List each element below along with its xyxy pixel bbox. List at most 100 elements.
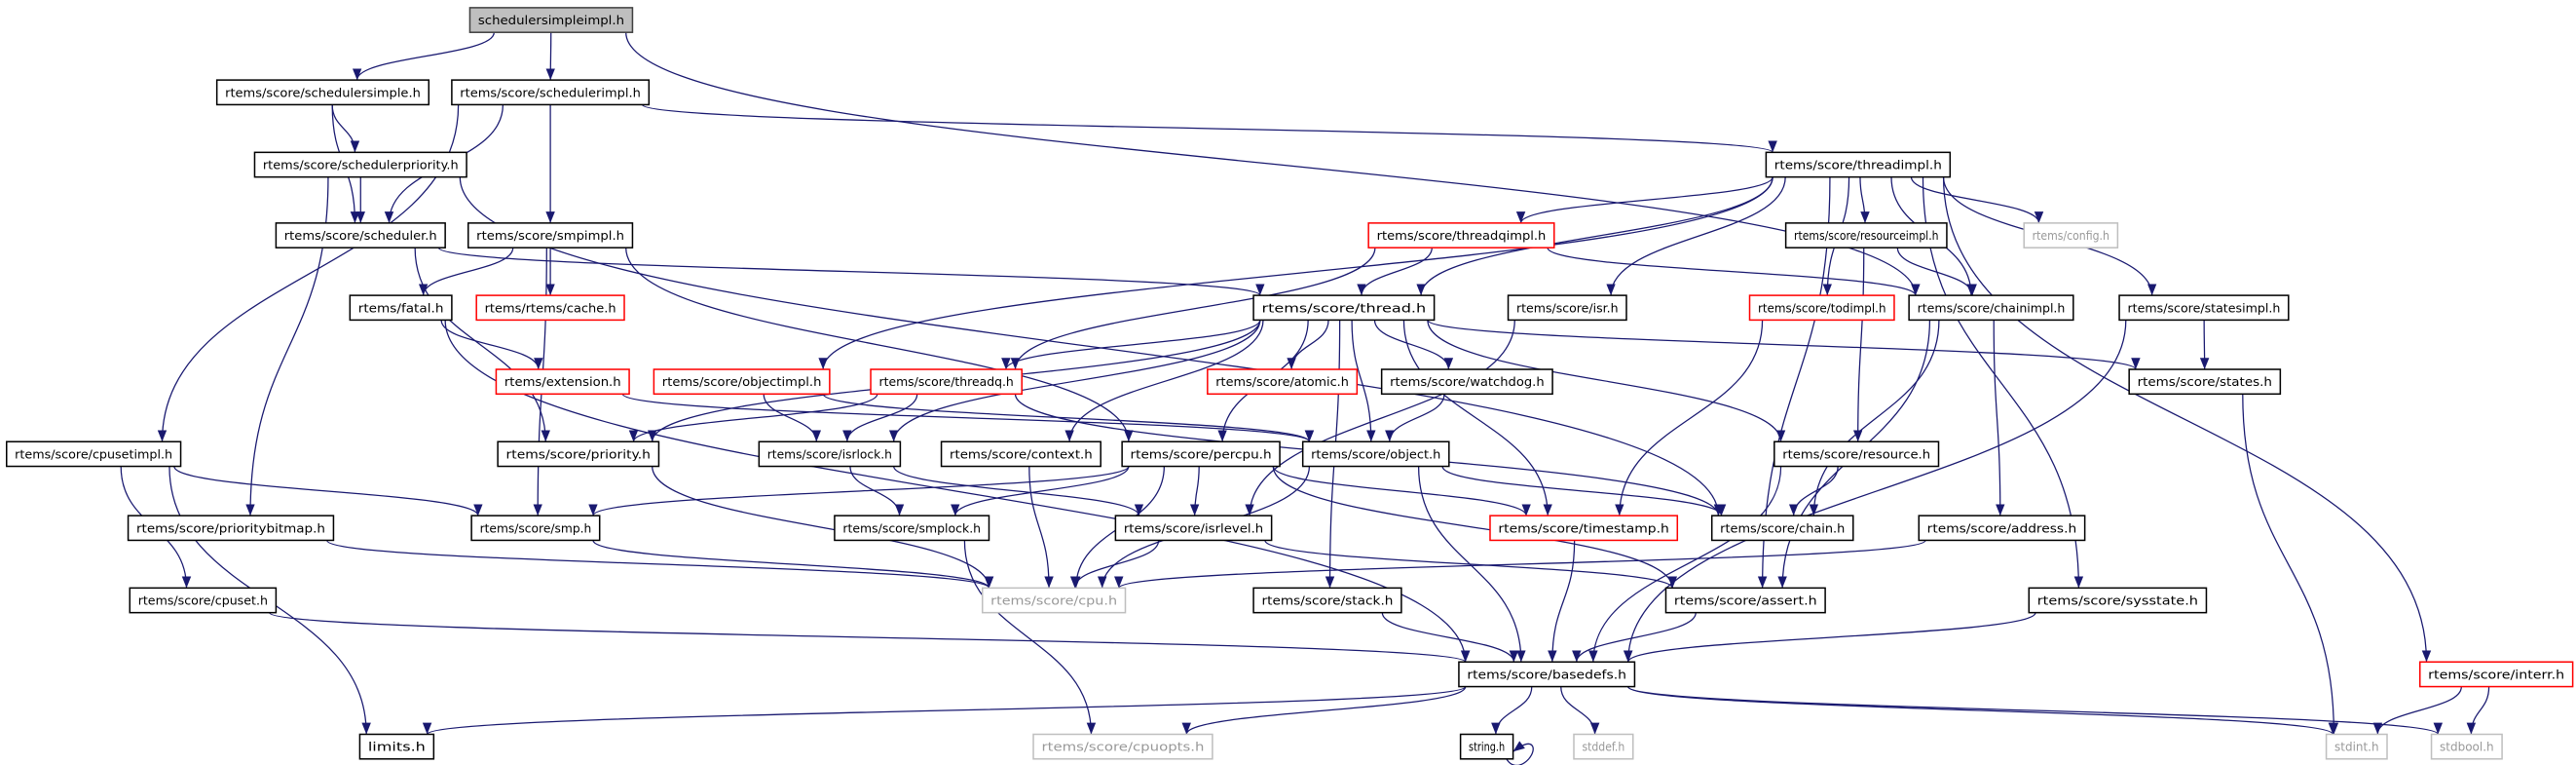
node-rtems-score-chain-h[interactable]: rtems/score/chain.h xyxy=(1710,515,1854,542)
node-label: rtems/score/priority.h xyxy=(506,447,651,462)
edge-rtems-score-percpu-h-to-rtems-score-smp-h xyxy=(588,465,1130,516)
node-rtems-score-resource-h[interactable]: rtems/score/resource.h xyxy=(1773,440,1940,468)
node-rtems-score-chainimpl-h[interactable]: rtems/score/chainimpl.h xyxy=(1908,294,2074,322)
edge-rtems-extension-h-to-rtems-score-object-h xyxy=(621,393,1314,442)
edge-rtems-score-thread-h-to-rtems-score-timestamp-h xyxy=(1402,320,1552,516)
node-rtems-score-schedulerpriority-h[interactable]: rtems/score/schedulerpriority.h xyxy=(253,151,467,178)
node-schedulersimpleimpl-h[interactable]: schedulersimpleimpl.h xyxy=(468,7,634,33)
node-rtems-score-statesimpl-h[interactable]: rtems/score/statesimpl.h xyxy=(2118,294,2290,322)
node-rtems-score-resourceimpl-h[interactable]: rtems/score/resourceimpl.h xyxy=(1784,222,1948,249)
node-rtems-score-schedulersimple-h[interactable]: rtems/score/schedulersimple.h xyxy=(215,79,430,106)
node-label: rtems/score/stack.h xyxy=(1262,594,1394,609)
node-limits-h[interactable]: limits.h xyxy=(358,733,435,760)
edge-rtems-score-threadimpl-h-to-rtems-score-threadqimpl-h xyxy=(1515,176,1773,224)
node-rtems-score-stack-h[interactable]: rtems/score/stack.h xyxy=(1252,587,1402,614)
node-label: rtems/score/schedulerimpl.h xyxy=(460,86,641,100)
node-box xyxy=(834,515,990,542)
node-box xyxy=(940,440,1101,468)
edge-rtems-score-assert-h-to-rtems-score-basedefs-h xyxy=(1572,612,1697,663)
node-label: rtems/score/percpu.h xyxy=(1131,447,1272,462)
node-rtems-score-assert-h[interactable]: rtems/score/assert.h xyxy=(1664,587,1826,614)
edge-rtems-score-isrlevel-h-to-rtems-score-assert-h xyxy=(1264,539,1677,589)
node-label: rtems/score/resourceimpl.h xyxy=(1794,229,1938,244)
node-box xyxy=(2128,368,2282,396)
node-box xyxy=(129,587,278,614)
node-stdbool-h[interactable]: stdbool.h xyxy=(2430,733,2503,760)
node-rtems-score-scheduler-h[interactable]: rtems/score/scheduler.h xyxy=(275,222,446,249)
node-rtems-score-threadimpl-h[interactable]: rtems/score/threadimpl.h xyxy=(1765,151,1952,178)
node-rtems-score-interr-h[interactable]: rtems/score/interr.h xyxy=(2418,661,2574,688)
edge-rtems-score-threadqimpl-h-to-rtems-score-threadq-h xyxy=(1010,248,1376,370)
edge-rtems-score-chainimpl-h-to-rtems-score-chain-h xyxy=(1809,320,1940,516)
node-rtems-score-prioritybitmap-h[interactable]: rtems/score/prioritybitmap.h xyxy=(127,515,335,542)
node-rtems-score-thread-h[interactable]: rtems/score/thread.h xyxy=(1252,294,1436,322)
node-string-h[interactable]: string.h xyxy=(1459,733,1514,760)
node-rtems-score-cpuset-h[interactable]: rtems/score/cpuset.h xyxy=(129,587,278,614)
node-rtems-score-basedefs-h[interactable]: rtems/score/basedefs.h xyxy=(1458,661,1636,688)
node-rtems-score-context-h[interactable]: rtems/score/context.h xyxy=(940,440,1101,468)
node-label: stdbool.h xyxy=(2440,741,2494,755)
node-rtems-score-smplock-h[interactable]: rtems/score/smplock.h xyxy=(834,515,990,542)
node-label: rtems/extension.h xyxy=(504,375,621,390)
node-label: rtems/score/schedulerpriority.h xyxy=(263,159,459,173)
edge-rtems-score-schedulerimpl-h-to-rtems-score-threadimpl-h xyxy=(641,103,1777,153)
node-rtems-score-percpu-h[interactable]: rtems/score/percpu.h xyxy=(1121,440,1281,468)
node-box xyxy=(870,368,1023,396)
node-rtems-score-objectimpl-h[interactable]: rtems/score/objectimpl.h xyxy=(653,368,831,396)
edge-rtems-score-priority-h-to-rtems-score-cpu-h xyxy=(652,466,994,589)
node-label: rtems/score/smp.h xyxy=(480,521,592,536)
node-rtems-score-atomic-h[interactable]: rtems/score/atomic.h xyxy=(1207,368,1359,396)
node-rtems-score-cpuopts-h[interactable]: rtems/score/cpuopts.h xyxy=(1032,733,1213,760)
node-rtems-score-threadq-h[interactable]: rtems/score/threadq.h xyxy=(870,368,1023,396)
edge-rtems-score-smpimpl-h-to-rtems-fatal-h xyxy=(418,248,514,296)
node-rtems-score-todimpl-h[interactable]: rtems/score/todimpl.h xyxy=(1748,294,1895,322)
node-box xyxy=(1908,294,2074,322)
node-box xyxy=(468,7,634,33)
node-rtems-extension-h[interactable]: rtems/extension.h xyxy=(495,368,630,396)
node-rtems-score-address-h[interactable]: rtems/score/address.h xyxy=(1918,515,2086,542)
edge-rtems-score-watchdog-h-to-rtems-score-object-h xyxy=(1385,394,1445,442)
node-rtems-score-schedulerimpl-h[interactable]: rtems/score/schedulerimpl.h xyxy=(451,79,651,106)
node-rtems-fatal-h[interactable]: rtems/fatal.h xyxy=(349,294,453,322)
edge-rtems-score-threadimpl-h-to-rtems-score-interr-h xyxy=(1942,176,2432,663)
node-rtems-score-isrlock-h[interactable]: rtems/score/isrlock.h xyxy=(758,440,902,468)
node-rtems-config-h[interactable]: rtems/config.h xyxy=(2023,222,2119,249)
node-rtems-score-smp-h[interactable]: rtems/score/smp.h xyxy=(470,515,601,542)
edge-rtems-score-sysstate-h-to-rtems-score-basedefs-h xyxy=(1624,612,2036,663)
node-stdint-h[interactable]: stdint.h xyxy=(2325,733,2388,760)
edge-rtems-score-percpu-h-to-rtems-score-isrlevel-h xyxy=(1189,466,1200,516)
node-label: rtems/score/cpu.h xyxy=(990,594,1117,609)
node-rtems-score-threadqimpl-h[interactable]: rtems/score/threadqimpl.h xyxy=(1367,222,1555,249)
node-rtems-score-cpu-h[interactable]: rtems/score/cpu.h xyxy=(981,587,1127,614)
node-box xyxy=(1765,151,1952,178)
node-rtems-rtems-cache-h[interactable]: rtems/rtems/cache.h xyxy=(475,294,625,322)
nodes-layer: schedulersimpleimpl.h rtems/score/schedul… xyxy=(5,7,2574,760)
node-stddef-h[interactable]: stddef.h xyxy=(1573,733,1634,760)
node-box xyxy=(2028,587,2208,614)
node-rtems-score-timestamp-h[interactable]: rtems/score/timestamp.h xyxy=(1489,515,1679,542)
node-label: string.h xyxy=(1469,741,1505,755)
node-label: rtems/fatal.h xyxy=(358,301,444,316)
node-label: rtems/score/scheduler.h xyxy=(284,229,437,244)
node-rtems-score-isr-h[interactable]: rtems/score/isr.h xyxy=(1507,294,1627,322)
node-box xyxy=(1032,733,1213,760)
node-label: rtems/score/chainimpl.h xyxy=(1918,301,2066,316)
node-box xyxy=(275,222,446,249)
node-label: limits.h xyxy=(368,741,426,755)
edge-rtems-score-interr-h-to-stdint-h xyxy=(2372,686,2462,735)
node-rtems-score-cpusetimpl-h[interactable]: rtems/score/cpusetimpl.h xyxy=(5,440,182,468)
node-rtems-score-priority-h[interactable]: rtems/score/priority.h xyxy=(497,440,660,468)
edge-rtems-score-resource-h-to-rtems-score-basedefs-h xyxy=(1588,466,1782,663)
node-rtems-score-isrlevel-h[interactable]: rtems/score/isrlevel.h xyxy=(1114,515,1273,542)
node-label: rtems/score/cpuopts.h xyxy=(1041,741,1204,755)
edge-rtems-fatal-h-to-rtems-extension-h xyxy=(440,320,543,370)
node-rtems-score-watchdog-h[interactable]: rtems/score/watchdog.h xyxy=(1380,368,1553,396)
edge-rtems-score-threadimpl-h-to-rtems-score-resourceimpl-h xyxy=(1859,176,1870,223)
edge-rtems-score-thread-h-to-rtems-score-isrlock-h xyxy=(889,320,1261,442)
node-label: rtems/score/threadimpl.h xyxy=(1774,159,1942,173)
node-rtems-score-smpimpl-h[interactable]: rtems/score/smpimpl.h xyxy=(467,222,634,249)
node-rtems-score-sysstate-h[interactable]: rtems/score/sysstate.h xyxy=(2028,587,2208,614)
edge-rtems-score-threadimpl-h-to-rtems-config-h xyxy=(1910,176,2044,224)
node-rtems-score-object-h[interactable]: rtems/score/object.h xyxy=(1301,440,1450,468)
node-rtems-score-states-h[interactable]: rtems/score/states.h xyxy=(2128,368,2282,396)
